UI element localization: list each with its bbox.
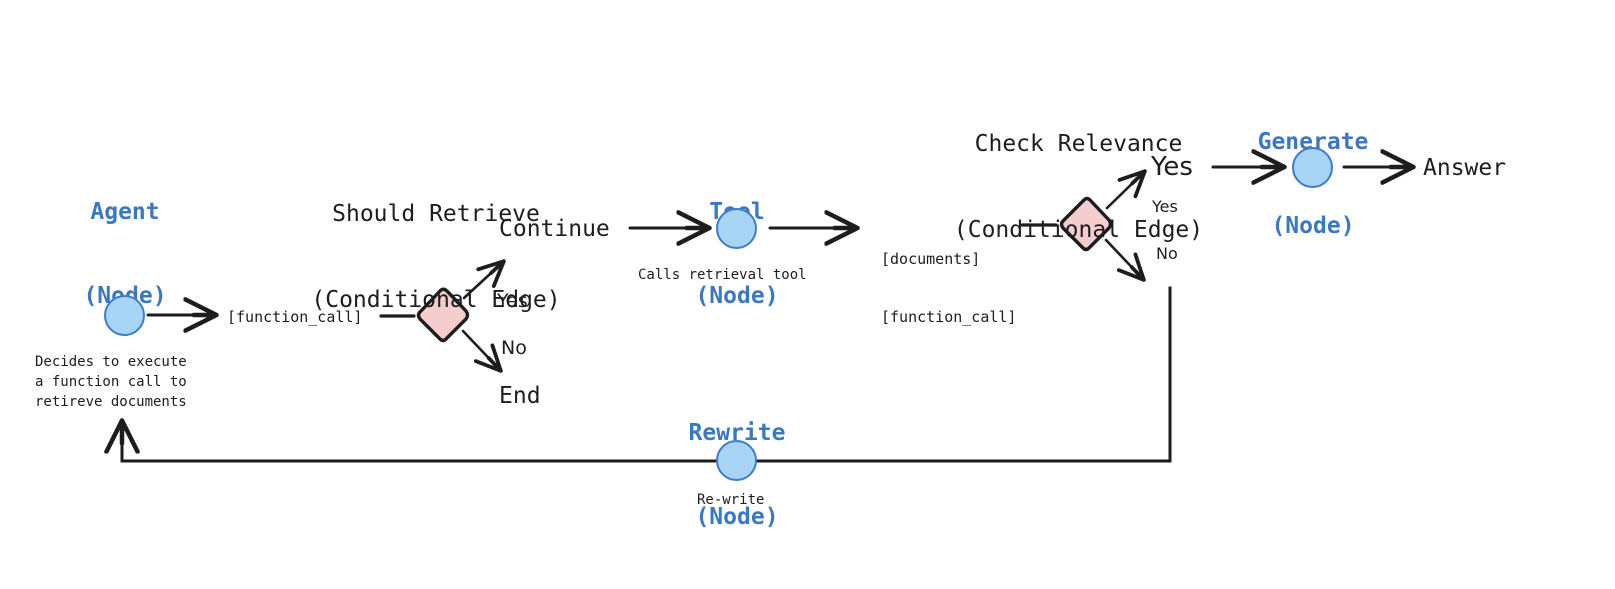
state-key-documents-line1: [documents] — [881, 250, 981, 269]
node-caption-agent: Decides to execute a function call to re… — [35, 354, 187, 410]
edge-word-end: End — [499, 383, 541, 409]
branch-label-should-retrieve-yes: Yes — [497, 290, 528, 312]
group-title-should-retrieve-line1: Should Retrieve — [332, 200, 540, 227]
node-title-tool-line2: (Node) — [695, 283, 779, 310]
node-title-rewrite-line2: (Node) — [695, 504, 779, 531]
node-title-agent-line1: Agent — [90, 199, 160, 226]
group-title-should-retrieve-line2: (Conditional Edge) — [311, 286, 561, 313]
edge-word-continue: Continue — [499, 216, 610, 242]
edge-word-yes-to-generate: Yes — [1151, 152, 1193, 182]
branch-label-check-relevance-no: No — [1156, 244, 1178, 263]
node-generate[interactable] — [1292, 147, 1333, 188]
group-title-check-relevance-line2: (Conditional Edge) — [953, 216, 1204, 243]
group-title-check-relevance-line1: Check Relevance — [974, 130, 1183, 157]
state-key-documents: [documents] [function_call] — [881, 212, 1016, 366]
node-rewrite[interactable] — [716, 440, 757, 481]
node-caption-rewrite: Re-write — [697, 492, 765, 508]
state-key-function-call-tool-line2: [function_call] — [881, 307, 1017, 326]
branch-label-should-retrieve-no: No — [501, 337, 527, 359]
node-title-generate-line2: (Node) — [1271, 213, 1355, 240]
group-title-should-retrieve: Should Retrieve (Conditional Edge) — [291, 142, 581, 372]
node-tool[interactable] — [716, 208, 757, 249]
node-caption-tool: Calls retrieval tool — [638, 267, 807, 283]
state-key-function-call-agent: [function_call] — [227, 308, 363, 326]
node-title-tool: Tool (Node) — [657, 142, 817, 366]
branch-label-check-relevance-yes: Yes — [1152, 197, 1178, 216]
node-agent[interactable] — [104, 295, 145, 336]
edge-word-answer: Answer — [1423, 155, 1507, 181]
group-title-check-relevance: Check Relevance (Conditional Edge) — [921, 72, 1236, 302]
